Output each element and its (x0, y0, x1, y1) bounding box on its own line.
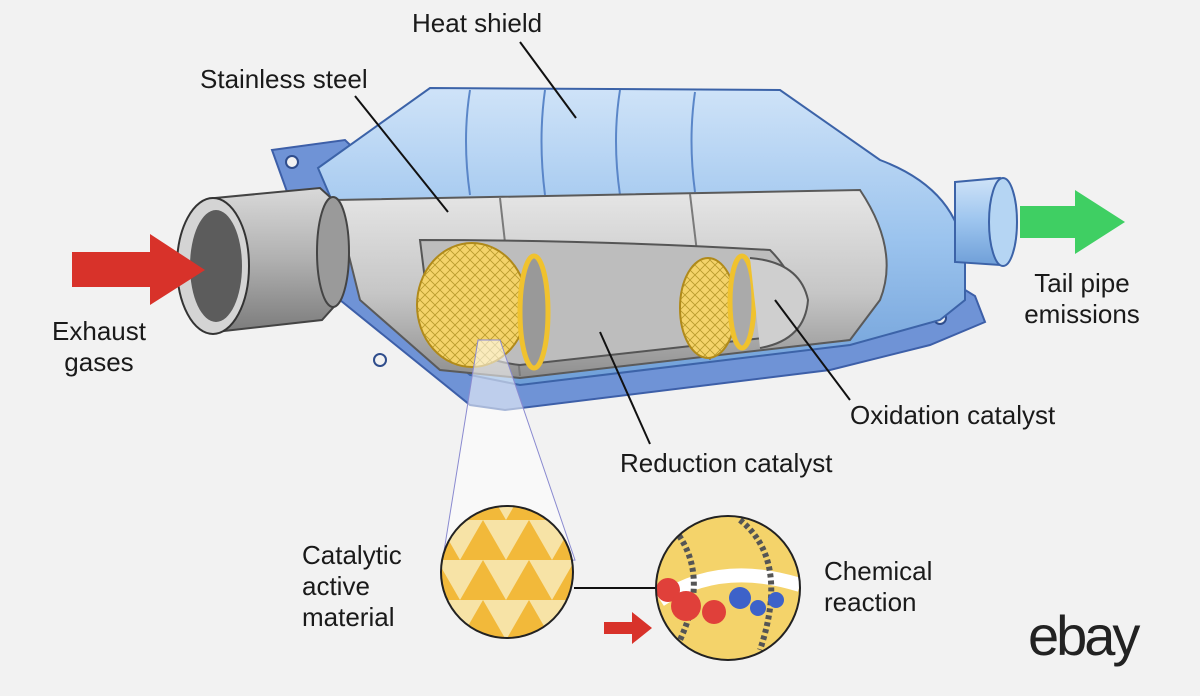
bolt-hole (285, 155, 299, 169)
label-exhaust-gases: Exhaust gases (52, 316, 146, 377)
heat-shield-ribs (465, 89, 696, 196)
blue-molecule (750, 600, 766, 616)
chemical-reaction-detail (655, 515, 801, 661)
reduction-catalyst-ring (517, 253, 551, 371)
oxidation-catalyst-ring (727, 253, 757, 351)
outlet-pipe-end (988, 177, 1018, 267)
label-reduction-catalyst: Reduction catalyst (620, 448, 833, 478)
inlet-collar (316, 196, 350, 308)
reduction-catalyst-honeycomb (416, 242, 528, 368)
inlet-pipe-opening (190, 210, 242, 322)
red-molecule (671, 591, 701, 621)
blue-molecule (768, 592, 784, 608)
label-catalytic-active-material: Catalytic active material (302, 540, 402, 632)
label-stainless-steel: Stainless steel (200, 64, 368, 94)
red-molecule (702, 600, 726, 624)
bolt-hole (373, 353, 387, 367)
label-oxidation-catalyst: Oxidation catalyst (850, 400, 1056, 430)
label-chemical-reaction: Chemical reaction (824, 556, 933, 617)
tail-pipe-outlet-arrow (1020, 190, 1125, 254)
label-heat-shield: Heat shield (412, 8, 543, 38)
red-molecule (656, 578, 680, 602)
leader-lines (354, 41, 851, 589)
exhaust-inlet-arrow (72, 234, 205, 305)
reaction-inlet-arrow (604, 612, 652, 644)
label-tail-pipe-emissions: Tail pipe emissions (1024, 268, 1140, 329)
ebay-logo: ebay (1028, 604, 1140, 667)
magnifier-beam (440, 339, 576, 571)
blue-molecule (729, 587, 751, 609)
catalytic-material-detail (440, 505, 574, 639)
